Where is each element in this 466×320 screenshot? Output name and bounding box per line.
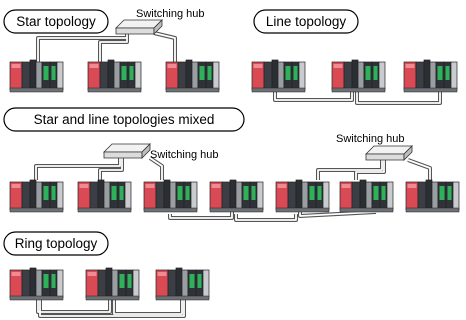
ring-topology-title: Ring topology [15, 236, 98, 251]
plc-station-icon [405, 179, 460, 213]
star-topology-title: Star topology [16, 14, 96, 29]
plc-station-icon [77, 179, 132, 213]
plc-station-icon [85, 267, 140, 301]
plc-station-icon [9, 59, 64, 93]
star-topology-section: Star topology Switching hub [3, 8, 220, 93]
switching-hub-icon [365, 145, 413, 161]
plc-station-icon [403, 59, 458, 93]
line-topology-title-pill [253, 9, 359, 34]
plc-station-icon [143, 179, 198, 213]
mixed-cables [34, 156, 432, 222]
mixed-hub-label-right: Switching hub [336, 133, 405, 145]
plc-station-icon [9, 267, 64, 301]
switching-hub-icon [103, 143, 151, 159]
mixed-topology-title: Star and line topologies mixed [34, 112, 215, 127]
star-hub-label: Switching hub [136, 8, 205, 20]
line-topology-title: Line topology [266, 14, 347, 29]
star-topology-title-pill [3, 9, 109, 34]
plc-station-icon [9, 179, 64, 213]
mixed-hub-label-left: Switching hub [150, 149, 219, 161]
mixed-topology-section: Star and line topologies mixed Switching… [3, 107, 460, 213]
plc-station-icon [331, 59, 386, 93]
plc-station-icon [251, 59, 306, 93]
ring-topology-section: Ring topology [3, 231, 210, 301]
plc-station-icon [275, 179, 330, 213]
plc-station-icon [155, 267, 210, 301]
switching-hub-icon [115, 19, 163, 35]
plc-station-icon [209, 179, 264, 213]
plc-station-icon [339, 179, 394, 213]
ring-cables [36, 296, 186, 318]
mixed-topology-title-pill [3, 107, 245, 132]
ring-topology-title-pill [3, 231, 109, 256]
plc-station-icon [87, 59, 142, 93]
line-topology-section: Line topology [251, 9, 458, 93]
star-cables [36, 31, 177, 72]
plc-station-icon [165, 59, 220, 93]
